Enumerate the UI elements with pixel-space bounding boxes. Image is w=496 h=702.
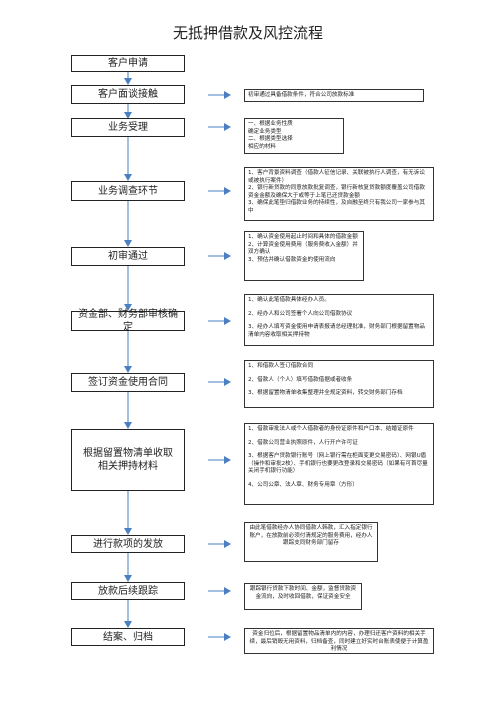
note-line: 由此笔借款经办人协同借款人韩款，汇入指定银行账户，在放款前必须付清规定的服务费用… [249, 525, 373, 547]
note-investigation: 1、客户背景资料调查（借款人征信记录、关联被执行人调查，有无诉讼或被执行案件） … [244, 167, 434, 221]
note-line: 2、银行新贷款的同意放款批复调查，银行新核复贷款额度覆盖公司借款资金金额及确保大… [248, 185, 425, 199]
note-line: 1、和借款人签订借款合同 [248, 363, 314, 369]
note-line: 1、客户背景资料调查（借款人征信记录、关联被执行人调查，有无诉讼或被执行案件） [248, 170, 425, 184]
note-line: 1、确认此笔借款具体经办人员。 [248, 297, 330, 303]
step-business-acceptance: 业务受理 [71, 118, 185, 137]
note-line: 2、计算资金使用费用（服务费收入金额）并双方确认 [248, 241, 358, 256]
note-line: 3、预估并确认借款资金的使用流向 [248, 256, 336, 263]
step-business-investigation: 业务调查环节 [71, 181, 185, 201]
note-line: 3、确保此笔垫归借款业务的持续性，及自融至终只有我公司一家参与其中 [248, 200, 425, 214]
note-finance: 1、确认此笔借款具体经办人员。 2、经办人和公司签署个人向公司借款协议 3、经办… [244, 294, 434, 346]
note-interview: 初审通过具备借款条件，符合公司放款标准 [244, 89, 424, 102]
note-line: 3、根据客户贷款银行账号（网上银行需在柜面变更交易密码）、网银U盾（操作和审批2… [248, 453, 428, 475]
step-post-loan-tracking: 放款后续跟踪 [71, 582, 185, 600]
note-collateral: 1、借款审批法人或个人借款者的身份证原件和户口本、结婚证原件 2、借款公司营业执… [244, 423, 434, 505]
note-line: 3、经办人填写资金使用申请表报请总经理批准，财务部门根据留置物品清单内容收取相关… [248, 324, 425, 338]
note-line: 资金归位后，根据留置物品清单内的内容，办理归还客户资料的相关手续，最后销毁无用资… [249, 631, 429, 653]
note-archive: 资金归位后，根据留置物品清单内的内容，办理归还客户资料的相关手续，最后销毁无用资… [244, 628, 434, 654]
step-disburse-funds: 进行款项的发放 [71, 535, 185, 553]
note-line: 1、确认资金使用起止时间和具体的借款金额 [248, 234, 358, 240]
note-line: 1、借款审批法人或个人借款者的身份证原件和户口本、结婚证原件 [248, 426, 414, 432]
note-line: 相应的材料 [248, 143, 276, 150]
step-close-archive: 结案、归档 [71, 628, 185, 646]
note-line: 2、借款公司营业执照原件，人行开户许可证 [248, 439, 358, 446]
note-line: 跟踪银行贷款下款时间、金额，监督贷款资金流向，及时收回借款，保证资金安全 [249, 586, 357, 600]
note-disbursement: 由此笔借款经办人协同借款人韩款，汇入指定银行账户，在放款前必须付清规定的服务费用… [244, 522, 378, 562]
step-finance-review: 资金部、财务部审核确定 [71, 309, 185, 333]
step-collect-collateral: 根据留置物清单收取相关押持材料 [71, 429, 185, 491]
note-acceptance: 一、根据业务性质 确定业务类型 二、根据类型选择 相应的材料 [244, 118, 344, 154]
note-preliminary: 1、确认资金使用起止时间和具体的借款金额 2、计算资金使用费用（服务费收入金额）… [244, 231, 364, 281]
note-line: 初审通过具备借款条件，符合公司放款标准 [248, 92, 355, 98]
note-line: 2、经办人和公司签署个人向公司借款协议 [248, 310, 353, 317]
note-line: 一、根据业务性质 [248, 121, 293, 127]
step-customer-application: 客户申请 [71, 55, 185, 72]
note-line: 2、借款人（个人）填写借款借据或者收条 [248, 376, 353, 383]
note-line: 3、根据留置物清单收集整理并全规定资料，转交财务部门存档 [248, 390, 403, 397]
step-preliminary-approval: 初审通过 [71, 247, 185, 266]
step-customer-interview: 客户面谈接触 [71, 85, 185, 104]
step-sign-contract: 签订资金使用合同 [71, 373, 185, 392]
note-line: 确定业务类型 [248, 128, 282, 135]
page-title: 无抵押借款及风控流程 [172, 24, 323, 42]
note-line: 4、公司公章、法人章、财务专用章（方形） [248, 481, 358, 488]
note-tracking: 跟踪银行贷款下款时间、金额，监督贷款资金流向，及时收回借款，保证资金安全 [244, 583, 362, 610]
note-line: 二、根据类型选择 [248, 136, 293, 143]
note-contract: 1、和借款人签订借款合同 2、借款人（个人）填写借款借据或者收条 3、根据留置物… [244, 360, 434, 408]
